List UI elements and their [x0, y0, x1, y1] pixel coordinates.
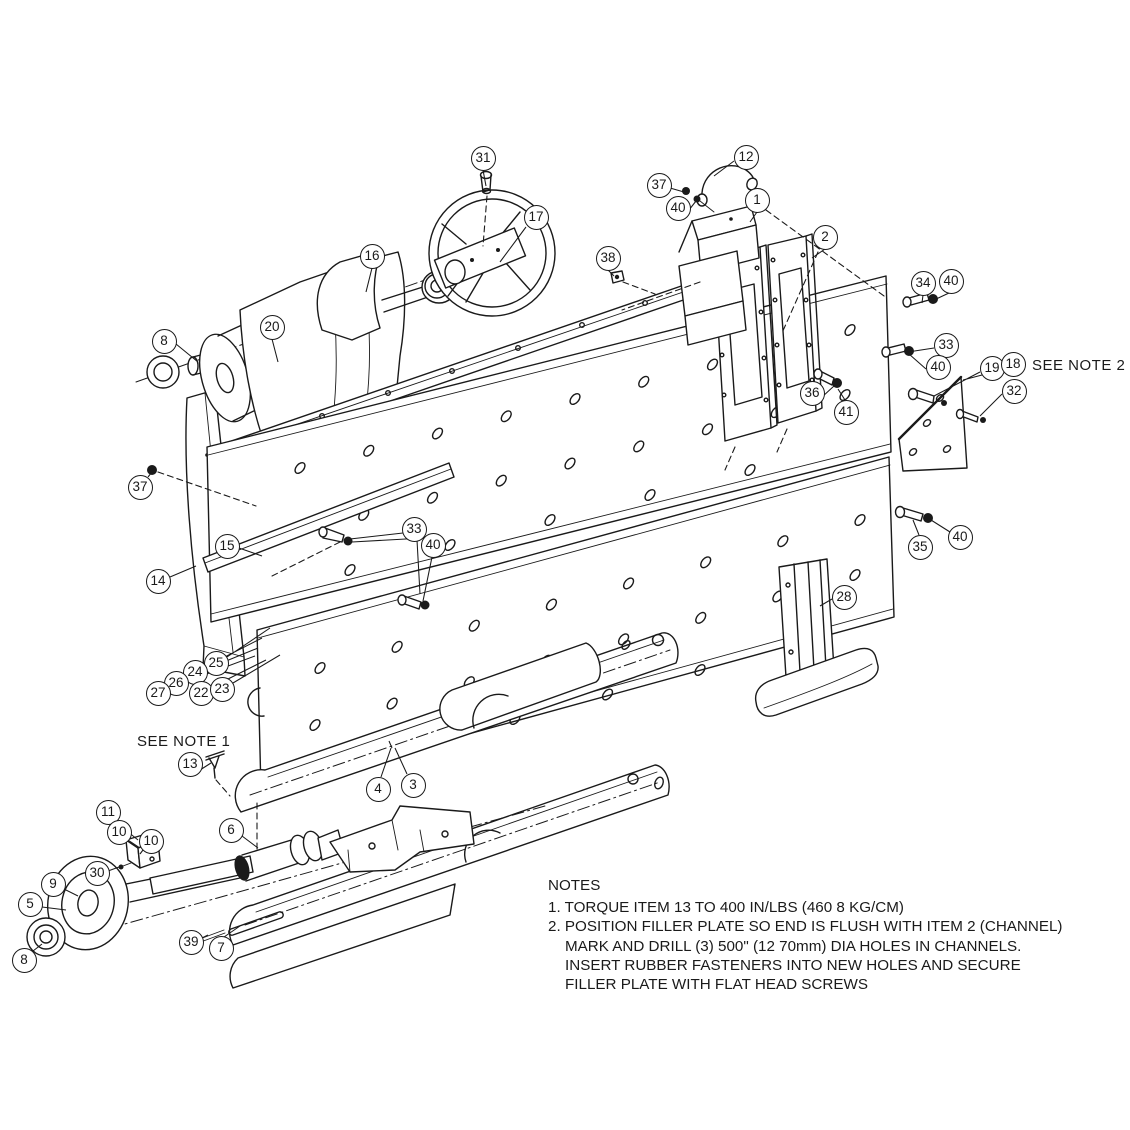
callout-balloon-3: 3 — [400, 772, 426, 798]
upper-trough-part — [235, 633, 678, 812]
callout-balloon-34: 34 — [910, 270, 936, 296]
notes-title: NOTES — [548, 877, 601, 894]
corner-plate-part — [899, 377, 986, 471]
note-line: INSERT RUBBER FASTENERS INTO NEW HOLES A… — [565, 956, 1021, 974]
note-line: 1. TORQUE ITEM 13 TO 400 IN/LBS (460 8 K… — [548, 899, 904, 917]
assembly-lines — [158, 210, 884, 576]
callout-balloon-40: 40 — [420, 532, 446, 558]
callout-balloon-10: 10 — [138, 828, 164, 854]
callout-balloon-40: 40 — [665, 195, 691, 221]
note-line: FILLER PLATE WITH FLAT HEAD SCREWS — [565, 976, 868, 994]
handwheel-part — [429, 172, 555, 317]
callout-balloon-28: 28 — [831, 584, 857, 610]
notes-block: NOTES 1. TORQUE ITEM 13 TO 400 IN/LBS (4… — [548, 876, 1063, 994]
callout-balloon-40: 40 — [947, 524, 973, 550]
callout-balloon-4: 4 — [365, 776, 391, 802]
callout-balloon-31: 31 — [470, 145, 496, 171]
callout-balloon-40: 40 — [925, 354, 951, 380]
callout-balloon-37: 37 — [646, 172, 672, 198]
callout-balloon-30: 30 — [84, 860, 110, 886]
callout-balloon-18: 18 — [1000, 351, 1026, 377]
callout-balloon-41: 41 — [833, 399, 859, 425]
callout-balloon-13: 13 — [177, 751, 203, 777]
callout-balloon-37: 37 — [127, 474, 153, 500]
callout-balloon-8: 8 — [11, 947, 37, 973]
cable-part — [682, 166, 759, 212]
callout-balloon-2: 2 — [812, 224, 838, 250]
see-note-annotation-2: SEE NOTE 2 — [1032, 357, 1126, 374]
callout-balloon-12: 12 — [733, 144, 759, 170]
callout-balloon-26: 26 — [163, 670, 189, 696]
callout-balloon-23: 23 — [209, 676, 235, 702]
support-bracket-part — [756, 559, 878, 716]
callout-balloon-20: 20 — [259, 314, 285, 340]
callout-balloon-40: 40 — [938, 268, 964, 294]
callout-balloon-9: 9 — [40, 871, 66, 897]
callout-balloon-19: 19 — [979, 355, 1005, 381]
callout-balloon-33: 33 — [933, 332, 959, 358]
callout-balloon-1: 1 — [744, 187, 770, 213]
driveline-part — [25, 803, 545, 957]
flat-screw-part — [206, 751, 230, 796]
callout-balloon-6: 6 — [218, 817, 244, 843]
callout-balloon-22: 22 — [188, 680, 214, 706]
mount-bracket-part — [679, 206, 759, 345]
callout-balloon-35: 35 — [907, 534, 933, 560]
notes-lines: 1. TORQUE ITEM 13 TO 400 IN/LBS (460 8 K… — [548, 898, 1063, 994]
callout-balloon-39: 39 — [178, 929, 204, 955]
callout-balloon-14: 14 — [145, 568, 171, 594]
callout-balloon-36: 36 — [799, 380, 825, 406]
fasteners-part — [147, 293, 938, 610]
callout-balloon-10: 10 — [106, 819, 132, 845]
callout-balloon-5: 5 — [17, 891, 43, 917]
callout-balloon-32: 32 — [1001, 378, 1027, 404]
callout-balloon-38: 38 — [595, 245, 621, 271]
callout-balloon-16: 16 — [359, 243, 385, 269]
callout-balloon-17: 17 — [523, 204, 549, 230]
callout-balloon-25: 25 — [203, 650, 229, 676]
callout-balloon-7: 7 — [208, 935, 234, 961]
callout-balloon-15: 15 — [214, 533, 240, 559]
filler-plate-part — [203, 463, 454, 572]
note-line: 2. POSITION FILLER PLATE SO END IS FLUSH… — [548, 918, 1063, 936]
callout-balloon-27: 27 — [145, 680, 171, 706]
see-note-annotation-1: SEE NOTE 1 — [137, 733, 231, 750]
callout-balloon-8: 8 — [151, 328, 177, 354]
note-line: MARK AND DRILL (3) 500" (12 70mm) DIA HO… — [565, 937, 1022, 955]
lower-trough-part — [230, 765, 670, 988]
